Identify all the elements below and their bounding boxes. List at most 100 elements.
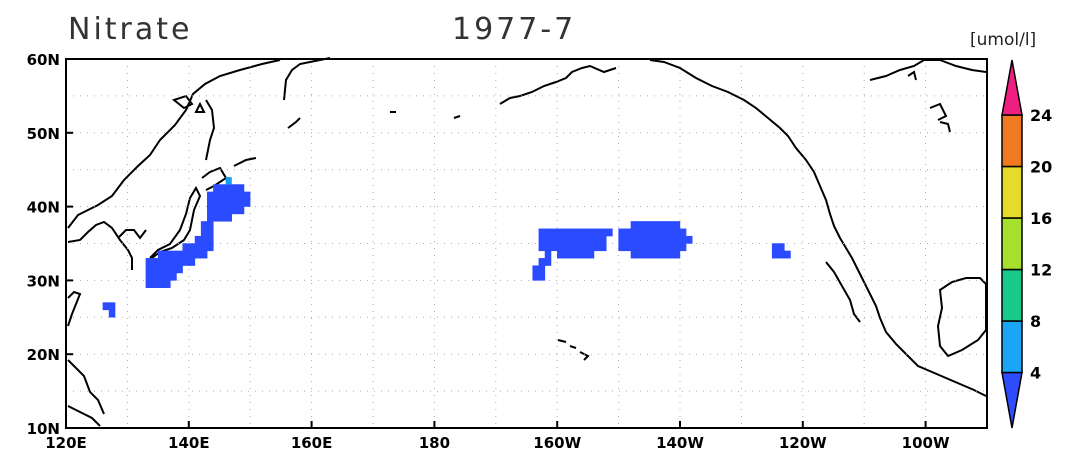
nitrate-cell	[569, 235, 576, 244]
nitrate-cell	[213, 184, 220, 193]
nitrate-cell	[667, 228, 675, 237]
nitrate-cell	[630, 243, 638, 252]
x-tick-label: 180	[419, 434, 450, 452]
nitrate-cell	[642, 221, 650, 229]
nitrate-cell	[108, 309, 116, 318]
nitrate-cell	[213, 199, 220, 207]
colorbar-lower-arrow	[1001, 371, 1023, 429]
nitrate-cell	[581, 243, 589, 252]
nitrate-cell	[624, 228, 632, 237]
y-tick-label: 60N	[27, 51, 60, 69]
nitrate-cell	[145, 265, 153, 274]
nitrate-cell	[667, 243, 675, 252]
nitrate-cell	[575, 228, 582, 237]
nitrate-cell	[679, 243, 687, 252]
y-tick-label: 40N	[27, 199, 60, 217]
nitrate-cell	[784, 250, 791, 259]
nitrate-cell	[587, 250, 595, 259]
nitrate-cell	[599, 228, 607, 237]
nitrate-cell	[544, 250, 552, 259]
colorbar-segment	[1001, 268, 1023, 322]
nitrate-cell	[673, 221, 681, 229]
colorbar-level-label: 20	[1030, 158, 1052, 177]
nitrate-cell	[544, 258, 552, 266]
nitrate-cell	[200, 235, 208, 244]
colorbar-level-label: 16	[1030, 209, 1052, 228]
nitrate-cell	[587, 228, 595, 237]
nitrate-cell	[151, 280, 159, 288]
nitrate-cell	[557, 235, 564, 244]
nitrate-cell	[157, 250, 165, 259]
nitrate-cell	[532, 272, 539, 281]
colorbar-level-label: 24	[1030, 106, 1052, 125]
nitrate-cell	[231, 184, 239, 193]
nitrate-cell	[207, 206, 214, 215]
nitrate-cell	[213, 206, 220, 215]
nitrate-cell	[207, 213, 214, 222]
colorbar-segment	[1001, 320, 1023, 374]
nitrate-cell	[538, 258, 546, 266]
nitrate-cell	[778, 243, 785, 252]
nitrate-cell	[164, 250, 171, 259]
nitrate-cell	[213, 191, 220, 200]
nitrate-cells	[102, 177, 791, 318]
nitrate-cell	[581, 235, 589, 244]
nitrate-cell	[188, 250, 196, 259]
nitrate-cell	[685, 235, 693, 244]
nitrate-cell	[157, 265, 165, 274]
nitrate-cell	[157, 272, 165, 281]
nitrate-cell	[557, 250, 564, 259]
nitrate-cell	[661, 228, 668, 237]
nitrate-cell	[538, 272, 546, 281]
y-tick-label: 50N	[27, 125, 60, 143]
nitrate-cell	[771, 250, 779, 259]
nitrate-cell	[544, 228, 552, 237]
nitrate-cell	[655, 250, 662, 259]
coastlines	[67, 57, 987, 427]
nitrate-cell	[630, 250, 638, 259]
nitrate-cell	[569, 250, 576, 259]
nitrate-cell	[563, 250, 570, 259]
nitrate-cell	[237, 206, 245, 215]
nitrate-cell	[538, 235, 546, 244]
nitrate-cell	[231, 191, 239, 200]
nitrate-cell	[219, 213, 226, 222]
nitrate-cell-highlight	[225, 177, 232, 185]
nitrate-cell	[667, 235, 675, 244]
colorbar-segments	[1001, 59, 1023, 429]
nitrate-cell	[679, 228, 687, 237]
nitrate-cell	[667, 221, 675, 229]
nitrate-cell	[164, 258, 171, 266]
nitrate-cell	[661, 221, 668, 229]
nitrate-cell	[642, 250, 650, 259]
period-label: 1977-7	[452, 12, 577, 47]
nitrate-cell	[176, 258, 183, 266]
x-tick-label: 160W	[533, 434, 581, 452]
nitrate-cell	[778, 250, 785, 259]
nitrate-cell	[563, 228, 570, 237]
nitrate-cell	[145, 272, 153, 281]
nitrate-cell	[188, 258, 196, 266]
nitrate-cell	[679, 235, 687, 244]
nitrate-cell	[207, 228, 214, 237]
units-label: [umol/l]	[970, 30, 1037, 50]
nitrate-cell	[649, 250, 656, 259]
nitrate-cell	[550, 243, 558, 252]
nitrate-cell	[243, 191, 251, 200]
nitrate-cell	[182, 250, 189, 259]
nitrate-cell	[200, 228, 208, 237]
nitrate-cell	[176, 250, 183, 259]
nitrate-cell	[200, 243, 208, 252]
axis-ticks	[65, 58, 927, 429]
nitrate-cell	[164, 280, 171, 288]
nitrate-cell	[557, 243, 564, 252]
nitrate-cell	[771, 243, 779, 252]
colorbar-upper-arrow	[1001, 59, 1023, 116]
nitrate-cell	[538, 243, 546, 252]
nitrate-cell	[557, 228, 564, 237]
nitrate-cell	[593, 243, 601, 252]
nitrate-cell	[575, 250, 582, 259]
nitrate-cell	[164, 265, 171, 274]
nitrate-cell	[587, 235, 595, 244]
